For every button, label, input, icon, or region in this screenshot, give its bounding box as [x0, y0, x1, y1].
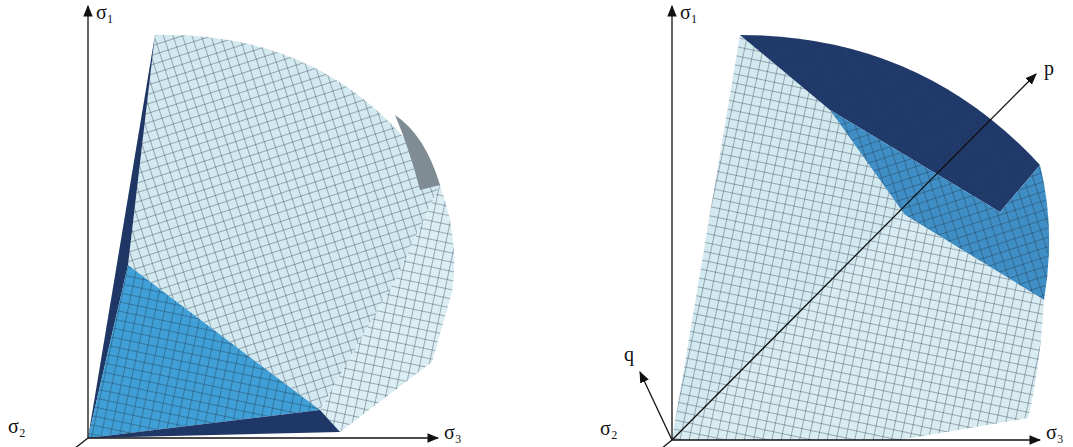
- right-surface: [672, 35, 1049, 440]
- axis-label: σ₂: [8, 416, 26, 436]
- left-axes: [60, 6, 438, 447]
- axis-label: q: [624, 344, 634, 364]
- axis-label: σ₂: [600, 418, 618, 438]
- axis-label: σ₃: [1046, 422, 1064, 442]
- axis-label: σ₁: [680, 2, 698, 22]
- axis-label: σ₃: [444, 422, 462, 442]
- left-surface: [88, 35, 454, 438]
- axis-label: p: [1044, 58, 1054, 78]
- right-axes: [640, 6, 1040, 447]
- axis-label: σ₁: [96, 2, 114, 22]
